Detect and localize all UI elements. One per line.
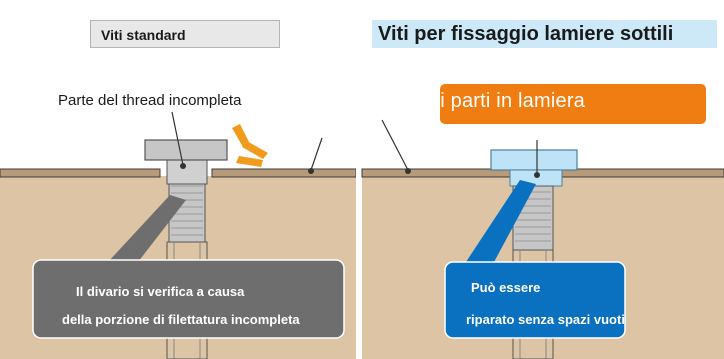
right-panel-art (361, 0, 724, 359)
right-panel-title: Viti per fissaggio lamiere sottili (372, 20, 717, 48)
blue-callout-line1: Può essere (471, 280, 541, 295)
thread-label-leader-dot (180, 163, 186, 169)
panel-divider (356, 0, 362, 359)
left-sheet-metal-right (211, 168, 357, 178)
blue-callout-line2: riparato senza spazi vuoti (466, 312, 625, 327)
left-sheet-leader-dot (308, 168, 314, 174)
right-sheet-leader (381, 119, 409, 171)
banner-text-part2: di parti in lamiera (428, 90, 586, 112)
banner-text-part1: Lavorazione (312, 90, 429, 112)
neck-leader-dot (534, 172, 540, 178)
right-sheet-metal-left (361, 168, 511, 178)
right-sheet-metal-right (561, 168, 724, 178)
gray-callout-pointer (108, 195, 186, 262)
gray-callout-line1: Il divario si verifica a causa (76, 284, 245, 299)
blue-callout-box (444, 261, 626, 339)
left-sheet-metal-left (0, 168, 161, 178)
sheet-screw-head (490, 149, 578, 171)
gray-callout-box (32, 259, 345, 339)
gray-callout-line2: della porzione di filettatura incompleta (62, 312, 300, 327)
right-sheet-leader-dot (405, 168, 411, 174)
left-panel-art (0, 0, 357, 359)
orange-banner (440, 84, 706, 124)
left-panel-title: Viti standard (90, 20, 280, 48)
thread-label-leader (171, 111, 184, 166)
incomplete-thread-label: Parte del thread incompleta (58, 92, 242, 109)
standard-incomplete-thread (166, 159, 208, 185)
left-sheet-leader (310, 137, 323, 171)
impact-marks-icon (232, 124, 268, 167)
standard-screw-head (144, 139, 228, 161)
blue-callout-pointer (466, 180, 536, 262)
banner-text: Lavorazione di parti in lamiera (312, 90, 585, 113)
